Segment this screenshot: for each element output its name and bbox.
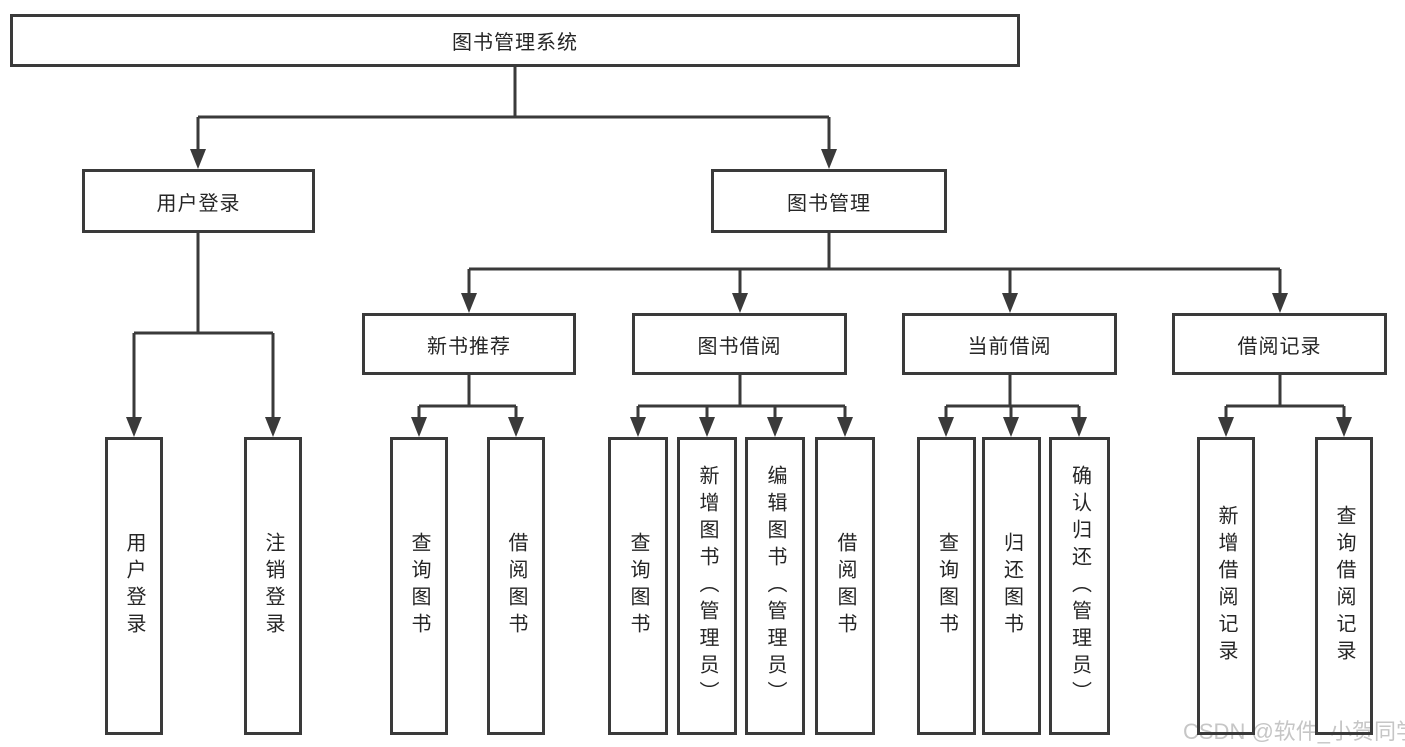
leaf-current-confirm-return-admin: 确认归还（管理员） <box>1049 437 1110 735</box>
node-user-login: 用户登录 <box>82 169 315 233</box>
leaf-records-add-record: 新增借阅记录 <box>1197 437 1255 735</box>
leaf-borrow-edit-books-admin: 编辑图书（管理员） <box>745 437 805 735</box>
arrowhead <box>767 417 783 437</box>
node-current-borrow: 当前借阅 <box>902 313 1117 375</box>
connector-newbook-to-leaves <box>411 375 524 437</box>
leaf-newbook-borrow-books: 借阅图书 <box>487 437 545 735</box>
node-book-management: 图书管理 <box>711 169 947 233</box>
arrowhead <box>508 417 524 437</box>
arrowhead <box>265 417 281 437</box>
arrowhead <box>1336 417 1352 437</box>
arrowhead <box>821 149 837 169</box>
leaf-user-login: 用户登录 <box>105 437 163 735</box>
arrowhead <box>411 417 427 437</box>
leaf-borrow-add-books-admin: 新增图书（管理员） <box>677 437 737 735</box>
leaf-borrow-query-books: 查询图书 <box>608 437 668 735</box>
connector-borrow-to-leaves <box>630 375 853 437</box>
leaf-borrow-borrow-books: 借阅图书 <box>815 437 875 735</box>
arrowhead <box>732 293 748 313</box>
arrowhead <box>1002 293 1018 313</box>
arrowhead <box>1003 417 1019 437</box>
leaf-records-query-record: 查询借阅记录 <box>1315 437 1373 735</box>
csdn-watermark: CSDN @软件_小贺同学 <box>1183 719 1405 744</box>
node-root-system: 图书管理系统 <box>10 14 1020 67</box>
arrowhead <box>1272 293 1288 313</box>
node-new-book-recommend: 新书推荐 <box>362 313 576 375</box>
arrowhead <box>1218 417 1234 437</box>
connector-mgmt-to-level3 <box>461 233 1288 313</box>
arrowhead <box>837 417 853 437</box>
leaf-newbook-query-books: 查询图书 <box>390 437 448 735</box>
connector-login-to-leaves <box>126 233 281 437</box>
arrowhead <box>699 417 715 437</box>
leaf-logout: 注销登录 <box>244 437 302 735</box>
arrowhead <box>461 293 477 313</box>
arrowhead <box>630 417 646 437</box>
node-book-borrow: 图书借阅 <box>632 313 847 375</box>
connector-root-to-level2 <box>190 67 837 169</box>
arrowhead <box>1071 417 1087 437</box>
arrowhead <box>190 149 206 169</box>
leaf-current-query-books: 查询图书 <box>917 437 976 735</box>
connector-current-to-leaves <box>938 375 1087 437</box>
arrowhead <box>938 417 954 437</box>
leaf-current-return-books: 归还图书 <box>982 437 1041 735</box>
connector-records-to-leaves <box>1218 375 1352 437</box>
node-borrow-records: 借阅记录 <box>1172 313 1387 375</box>
arrowhead <box>126 417 142 437</box>
